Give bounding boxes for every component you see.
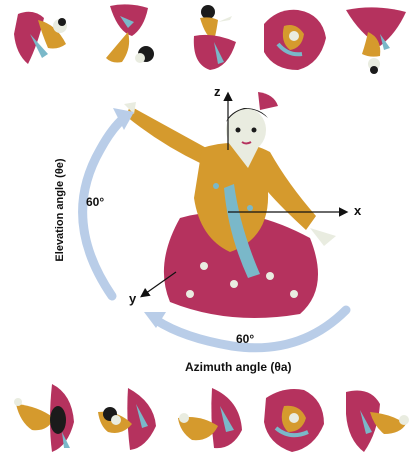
view-thumbnail-bottom-3 xyxy=(174,384,246,456)
view-thumbnail-bottom-1 xyxy=(8,382,80,454)
view-thumbnail-top-3 xyxy=(174,2,246,74)
view-thumbnail-top-4 xyxy=(258,4,330,76)
view-thumbnail-top-5 xyxy=(340,4,412,76)
elevation-angle-value: 60° xyxy=(86,195,104,209)
view-thumbnail-bottom-5 xyxy=(340,384,412,456)
elevation-angle-label: Elevation angle (θe) xyxy=(54,158,66,261)
view-thumbnail-top-1 xyxy=(8,4,80,76)
view-thumbnail-bottom-4 xyxy=(258,384,330,456)
dancer-figure xyxy=(110,88,360,328)
axis-x-label: x xyxy=(354,203,361,218)
view-thumbnail-bottom-2 xyxy=(92,384,164,456)
axis-z-label: z xyxy=(214,84,221,99)
view-thumbnail-top-2 xyxy=(92,2,164,74)
axis-y-label: y xyxy=(129,291,136,306)
azimuth-angle-label: Azimuth angle (θa) xyxy=(185,360,292,374)
azimuth-angle-value: 60° xyxy=(236,332,254,346)
